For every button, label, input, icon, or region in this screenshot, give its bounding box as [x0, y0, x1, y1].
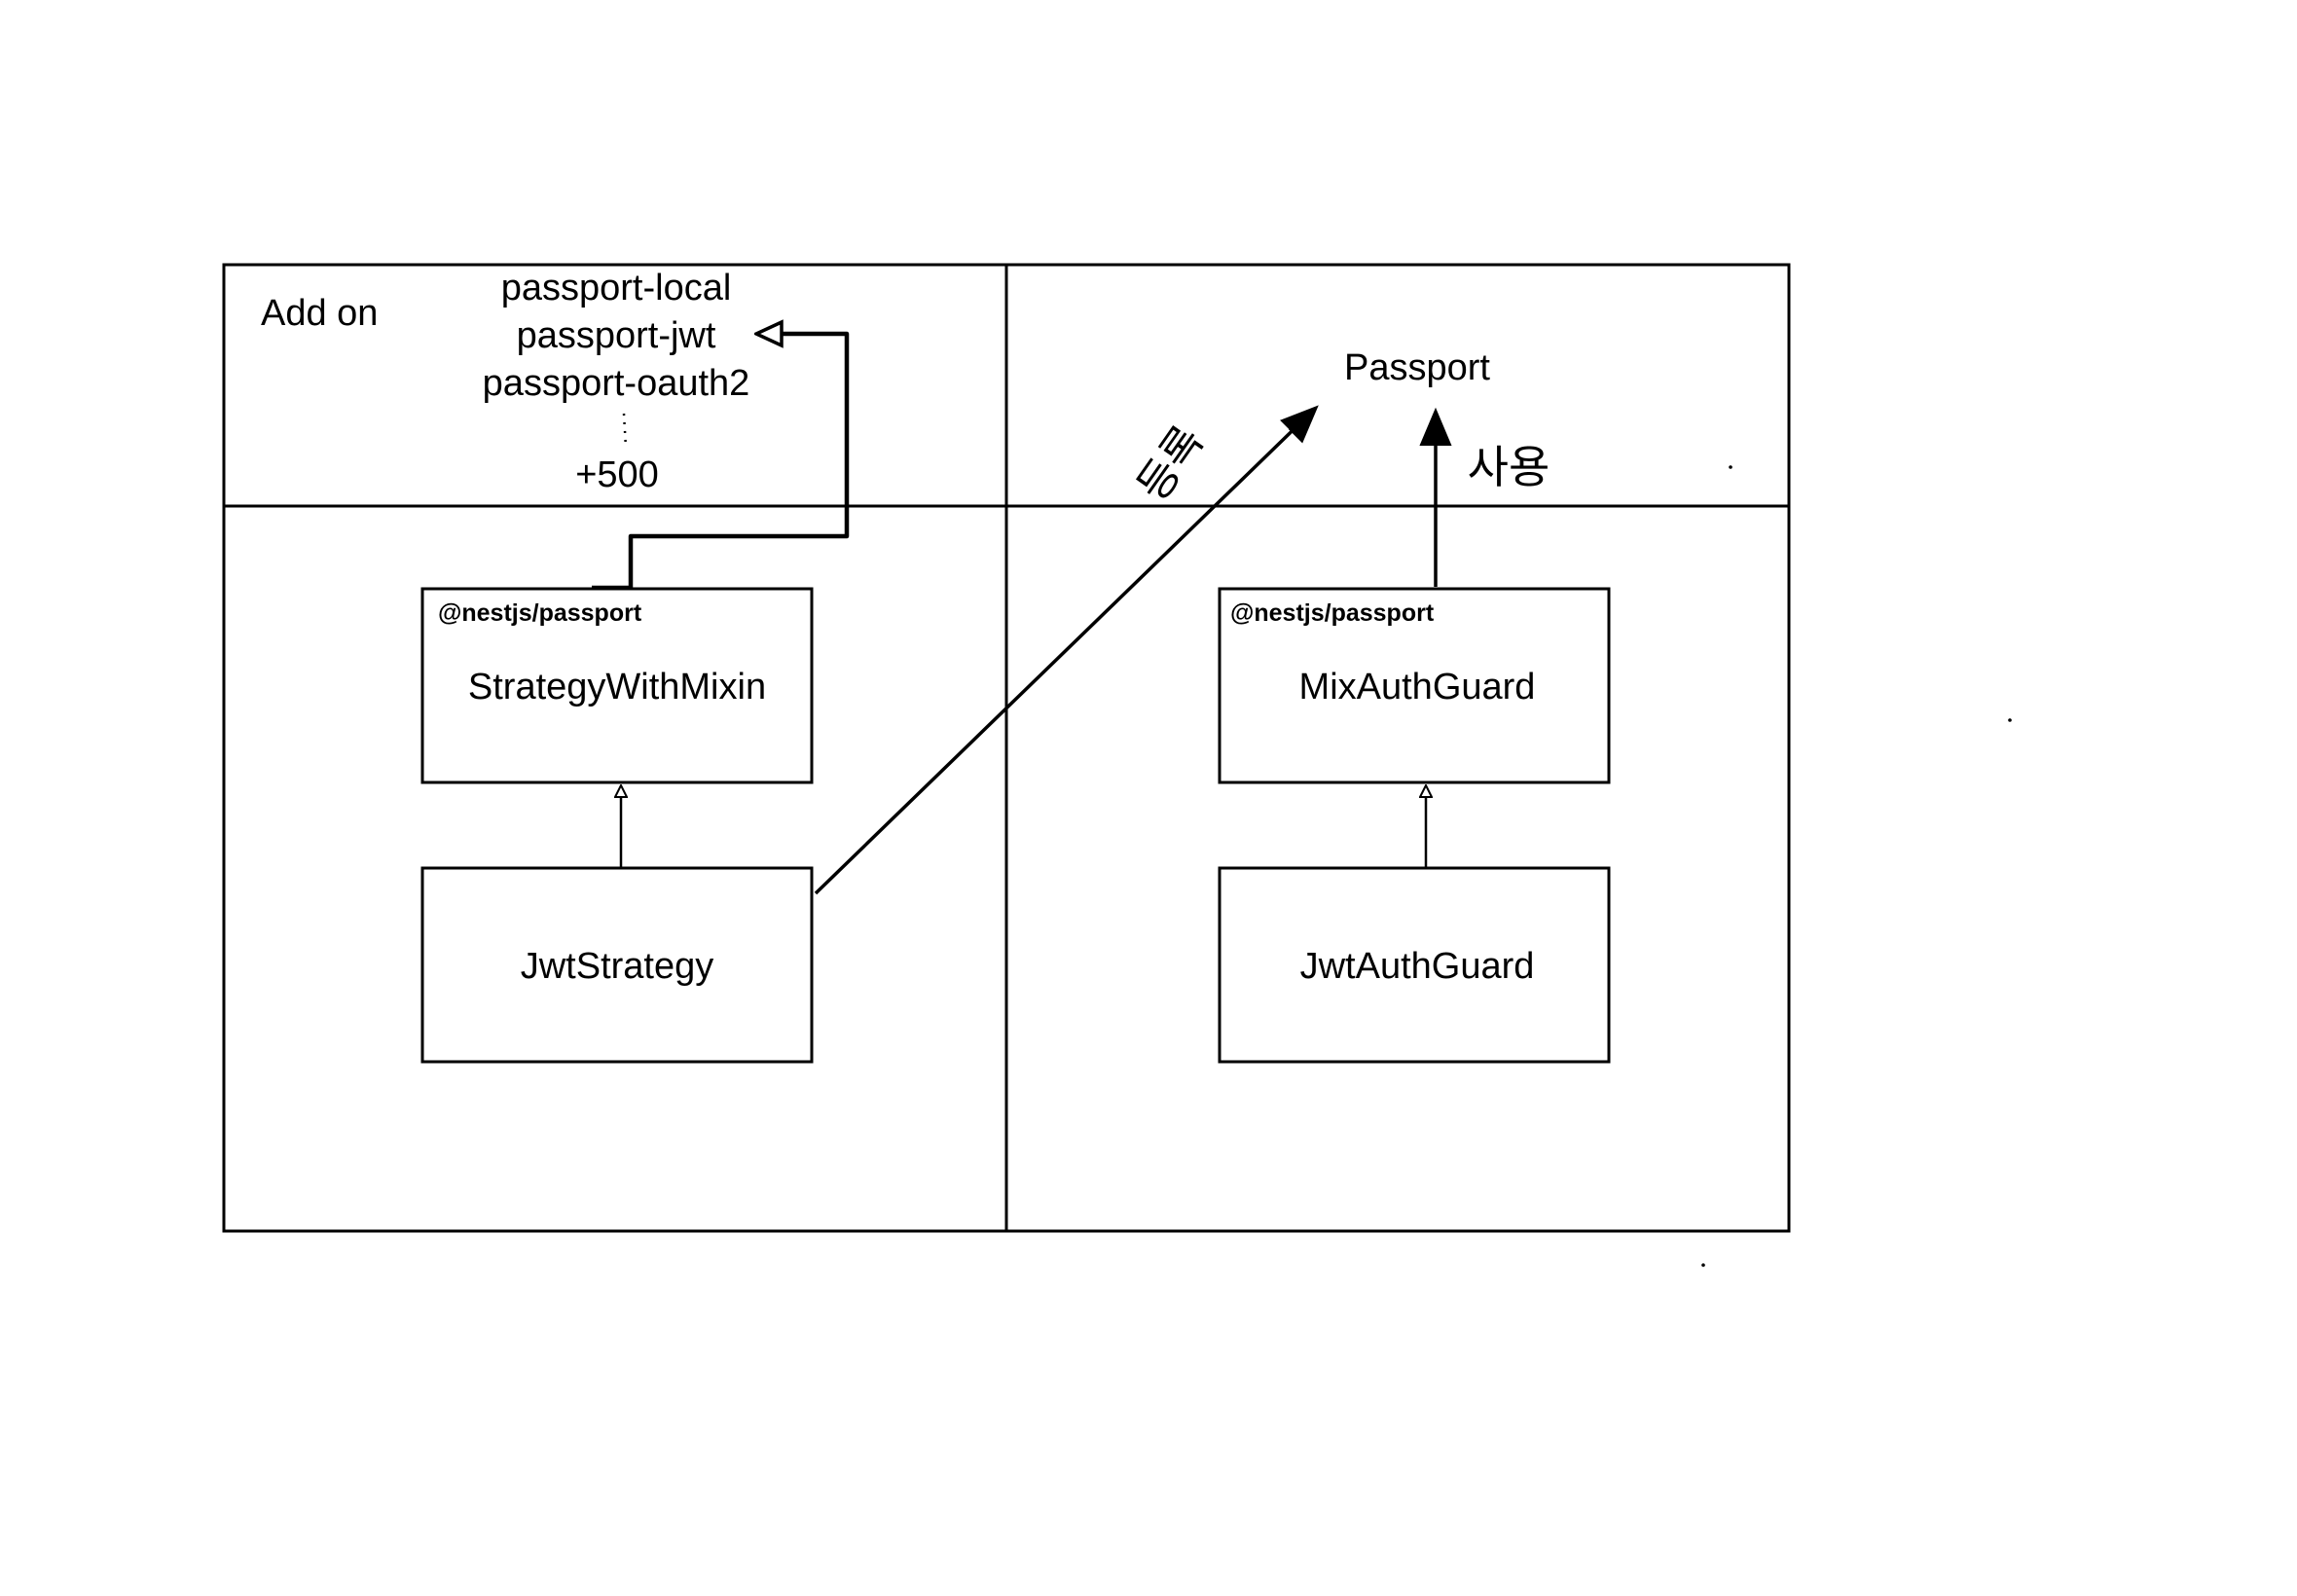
speck [1701, 1263, 1705, 1267]
strategy-package-label: @nestjs/passport [438, 599, 642, 627]
ellipsis-dots [622, 413, 628, 449]
guard-base-box [1218, 587, 1611, 784]
use-arrow-label: 사용 [1468, 441, 1550, 493]
strategy-base-box [420, 587, 814, 784]
addon-library-jwt: passport-jwt [517, 315, 716, 356]
strategy-base-label: StrategyWithMixin [468, 667, 766, 707]
addon-library-local: passport-local [501, 268, 732, 308]
speck [1729, 465, 1732, 469]
guard-base-label: MixAuthGuard [1299, 667, 1536, 707]
speck [2008, 718, 2012, 722]
addon-more-count: +500 [575, 454, 659, 495]
jwt-strategy-label: JwtStrategy [521, 946, 714, 987]
addon-library-oauth2: passport-oauth2 [483, 363, 750, 404]
jwt-guard-box [1218, 866, 1611, 1064]
jwt-guard-label: JwtAuthGuard [1300, 946, 1535, 987]
jwt-strategy-box [420, 866, 814, 1064]
passport-label: Passport [1344, 347, 1490, 388]
addon-label: Add on [261, 293, 378, 334]
guard-package-label: @nestjs/passport [1230, 599, 1435, 627]
register-arrow-label: 등록 [1128, 417, 1214, 511]
register-arrow [814, 409, 1315, 895]
